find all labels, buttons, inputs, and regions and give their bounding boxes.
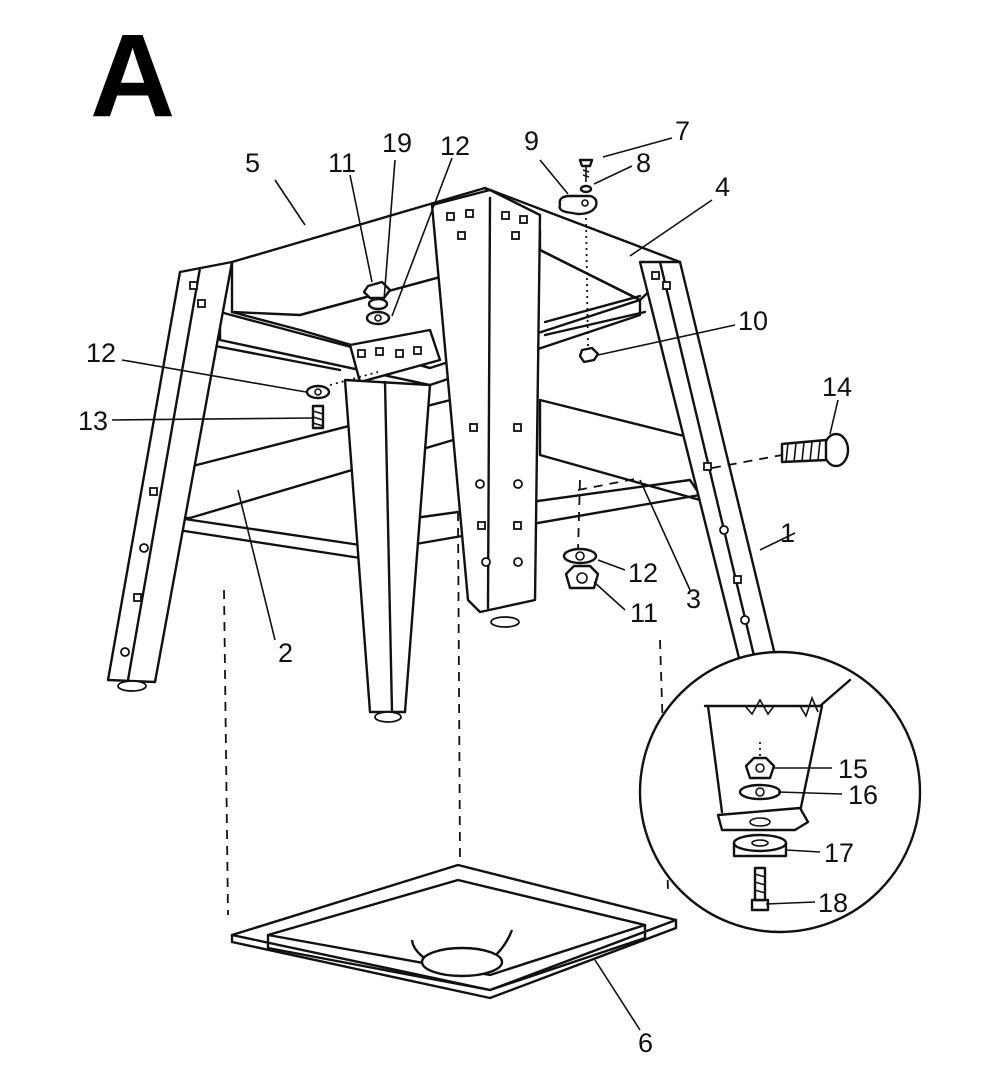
label-5: 5 xyxy=(245,148,260,178)
label-12-right: 12 xyxy=(628,558,658,588)
label-16: 16 xyxy=(848,780,878,810)
label-12-top: 12 xyxy=(440,131,470,161)
label-18: 18 xyxy=(818,888,848,918)
part-labels: 1 2 3 4 5 6 7 8 9 10 11 11 12 12 12 13 1… xyxy=(78,116,878,1058)
label-19: 19 xyxy=(382,128,412,158)
tray xyxy=(230,863,678,1000)
label-9: 9 xyxy=(524,126,539,156)
label-11-top: 11 xyxy=(328,148,356,178)
hardware xyxy=(305,158,850,590)
label-4: 4 xyxy=(715,172,730,202)
label-14: 14 xyxy=(822,372,852,402)
label-13: 13 xyxy=(78,406,108,436)
leader-lines xyxy=(111,137,843,1031)
guide-lines xyxy=(223,511,669,916)
label-6: 6 xyxy=(638,1028,653,1058)
label-7: 7 xyxy=(675,116,690,146)
label-11-bottom: 11 xyxy=(630,598,658,628)
label-1: 1 xyxy=(780,518,795,548)
label-10: 10 xyxy=(738,306,768,336)
label-2: 2 xyxy=(278,638,293,668)
label-15: 15 xyxy=(838,754,868,784)
label-17: 17 xyxy=(824,838,854,868)
label-3: 3 xyxy=(686,584,701,614)
label-12-left: 12 xyxy=(86,338,116,368)
label-8: 8 xyxy=(636,148,651,178)
figure-letter: A xyxy=(90,10,175,142)
